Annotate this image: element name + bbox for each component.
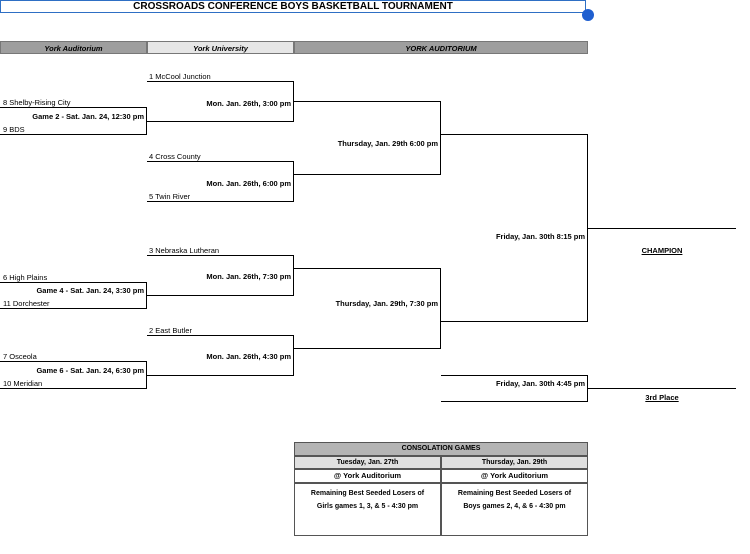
consolation-right-line-1: Remaining Best Seeded Losers of (457, 490, 572, 497)
bracket-line (441, 321, 588, 322)
bracket-line (0, 107, 147, 108)
bracket-line (293, 335, 294, 375)
consolation-right-date: Thursday, Jan. 29th (441, 456, 588, 469)
team-2-seed: 2 East Butler (149, 326, 192, 335)
bracket-line (441, 375, 588, 376)
bracket-line (440, 101, 441, 174)
consolation-left-date: Tuesday, Jan. 27th (294, 456, 441, 469)
header-york-university: York University (147, 41, 294, 54)
bracket-line (441, 134, 588, 135)
bracket-line (294, 174, 441, 175)
team-4-seed: 4 Cross County (149, 152, 201, 161)
bracket-line (440, 268, 441, 348)
bracket-line (147, 161, 294, 162)
consolation-title: CONSOLATION GAMES (294, 442, 588, 456)
team-11-seed: 11 Dorchester (3, 299, 50, 308)
bracket-line (0, 282, 147, 283)
bracket-line (0, 388, 147, 389)
team-9-seed: 9 BDS (3, 125, 25, 134)
consolation-left-line-2: Girls games 1, 3, & 5 - 4:30 pm (316, 503, 419, 510)
bracket-line (146, 107, 147, 134)
consolation-right-venue: @ York Auditorium (441, 469, 588, 483)
team-7-seed: 7 Osceola (3, 352, 37, 361)
team-8-seed: 8 Shelby-Rising City (3, 98, 71, 107)
bracket-line (147, 255, 294, 256)
selection-handle[interactable] (582, 9, 594, 21)
page-title: CROSSROADS CONFERENCE BOYS BASKETBALL TO… (0, 0, 586, 13)
bracket-line (147, 335, 294, 336)
team-3-seed: 3 Nebraska Lutheran (149, 246, 220, 255)
bracket-line (147, 375, 294, 376)
bracket-line (147, 121, 294, 122)
game-6-label: Game 6 - Sat. Jan. 24, 6:30 pm (36, 366, 144, 375)
third-place-line (588, 388, 736, 389)
champion-label: CHAMPION (641, 246, 683, 255)
bracket-line (293, 255, 294, 295)
bracket-line (294, 268, 441, 269)
game-2-label: Game 2 - Sat. Jan. 24, 12:30 pm (32, 112, 144, 121)
bracket-line (147, 201, 294, 202)
bracket-line (441, 401, 588, 402)
team-10-seed: 10 Meridian (3, 379, 43, 388)
bracket-line (587, 375, 588, 401)
bracket-line (293, 161, 294, 201)
final-label: Friday, Jan. 30th 8:15 pm (495, 232, 585, 241)
consolation-right-line-2: Boys games 2, 4, & 6 - 4:30 pm (463, 503, 566, 510)
third-place-label: 3rd Place (645, 393, 679, 402)
consolation-right-desc: Remaining Best Seeded Losers of Boys gam… (441, 483, 588, 536)
bracket-line (294, 348, 441, 349)
champion-line (588, 228, 736, 229)
team-6-seed: 6 High Plains (3, 273, 48, 282)
quarterfinal-3-label: Mon. Jan. 26th, 7:30 pm (206, 272, 291, 281)
quarterfinal-1-label: Mon. Jan. 26th, 3:00 pm (206, 99, 291, 108)
game-4-label: Game 4 - Sat. Jan. 24, 3:30 pm (36, 286, 144, 295)
bracket-line (0, 134, 147, 135)
bracket-line (293, 81, 294, 121)
team-5-seed: 5 Twin River (149, 192, 191, 201)
bracket-line (146, 361, 147, 388)
consolation-table: CONSOLATION GAMES Tuesday, Jan. 27th Thu… (294, 442, 588, 536)
quarterfinal-4-label: Mon. Jan. 26th, 4:30 pm (206, 352, 291, 361)
bracket-line (587, 134, 588, 321)
consolation-left-venue: @ York Auditorium (294, 469, 441, 483)
third-place-game-label: Friday, Jan. 30th 4:45 pm (495, 379, 585, 388)
consolation-left-desc: Remaining Best Seeded Losers of Girls ga… (294, 483, 441, 536)
bracket-line (294, 101, 441, 102)
bracket-line (146, 282, 147, 308)
semifinal-1-label: Thursday, Jan. 29th 6:00 pm (337, 139, 438, 148)
team-1-seed: 1 McCool Junction (149, 72, 211, 81)
bracket-line (0, 361, 147, 362)
bracket-line (147, 81, 294, 82)
consolation-left-line-1: Remaining Best Seeded Losers of (310, 490, 425, 497)
semifinal-2-label: Thursday, Jan. 29th, 7:30 pm (335, 299, 438, 308)
bracket-line (147, 295, 294, 296)
quarterfinal-2-label: Mon. Jan. 26th, 6:00 pm (206, 179, 291, 188)
bracket-line (0, 308, 147, 309)
header-york-auditorium: York Auditorium (0, 41, 147, 54)
header-york-auditorium-finals: YORK AUDITORIUM (294, 41, 588, 54)
